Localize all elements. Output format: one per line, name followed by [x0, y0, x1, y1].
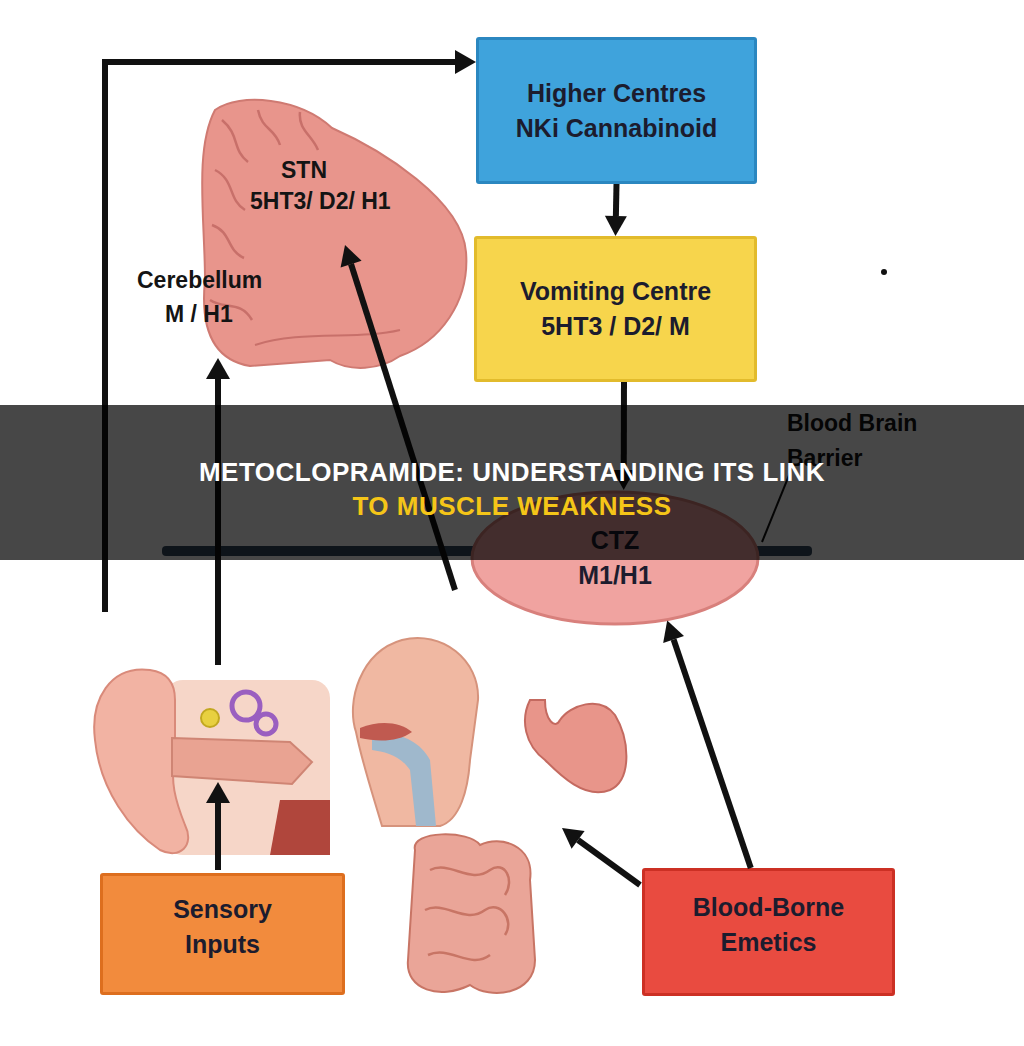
intestine-folds	[425, 867, 509, 960]
head-illustration	[353, 638, 478, 826]
arrow-head	[455, 50, 476, 74]
ear-tissue	[165, 680, 330, 855]
ear-canals	[232, 692, 260, 720]
input-box: Blood-Borne Emetics	[642, 868, 895, 996]
connector-arrow	[605, 184, 627, 236]
process-box: Vomiting Centre5HT3 / D2/ M	[474, 236, 757, 382]
region-label: STN	[281, 153, 361, 188]
arrow-line	[613, 184, 620, 216]
stomach-illustration	[525, 700, 626, 792]
arrow-head	[206, 358, 230, 379]
node-body: 5HT3 / D2/ M	[541, 309, 690, 344]
node-heading: Sensory Inputs	[148, 892, 298, 962]
node-body: NKi Cannabinoid	[516, 111, 717, 146]
ear-canal	[172, 738, 312, 784]
arrow-head	[341, 245, 362, 267]
arrow-line	[578, 840, 640, 885]
node-body: M1/H1	[578, 558, 652, 593]
arrow-head	[605, 216, 627, 236]
arrow-line	[215, 802, 221, 870]
ear-tissue	[270, 800, 330, 855]
brain-illustration	[202, 100, 466, 368]
region-label: 5HT3/ D2/ H1	[250, 184, 440, 219]
title: METOCLOPRAMIDE: UNDERSTANDING ITS LINK T…	[182, 455, 842, 523]
ear-ossicle	[201, 709, 219, 727]
arrow-head	[206, 782, 230, 803]
process-box: Higher CentresNKi Cannabinoid	[476, 37, 757, 184]
connector-arrow	[663, 621, 751, 868]
region-label: Cerebellum	[137, 263, 307, 298]
intestine-illustration	[408, 834, 535, 993]
input-box: Sensory Inputs	[100, 873, 345, 995]
dot	[881, 269, 887, 275]
node-heading: Blood-Borne Emetics	[679, 890, 859, 960]
node-heading: Higher Centres	[527, 76, 706, 111]
mouth	[360, 723, 412, 740]
arrow-head	[663, 621, 684, 643]
node-heading: Vomiting Centre	[520, 274, 711, 309]
throat	[372, 734, 436, 826]
region-label: M / H1	[165, 297, 285, 332]
ear-cochlea	[256, 714, 276, 734]
arrow-line	[674, 640, 751, 868]
arrow-head	[562, 828, 585, 849]
